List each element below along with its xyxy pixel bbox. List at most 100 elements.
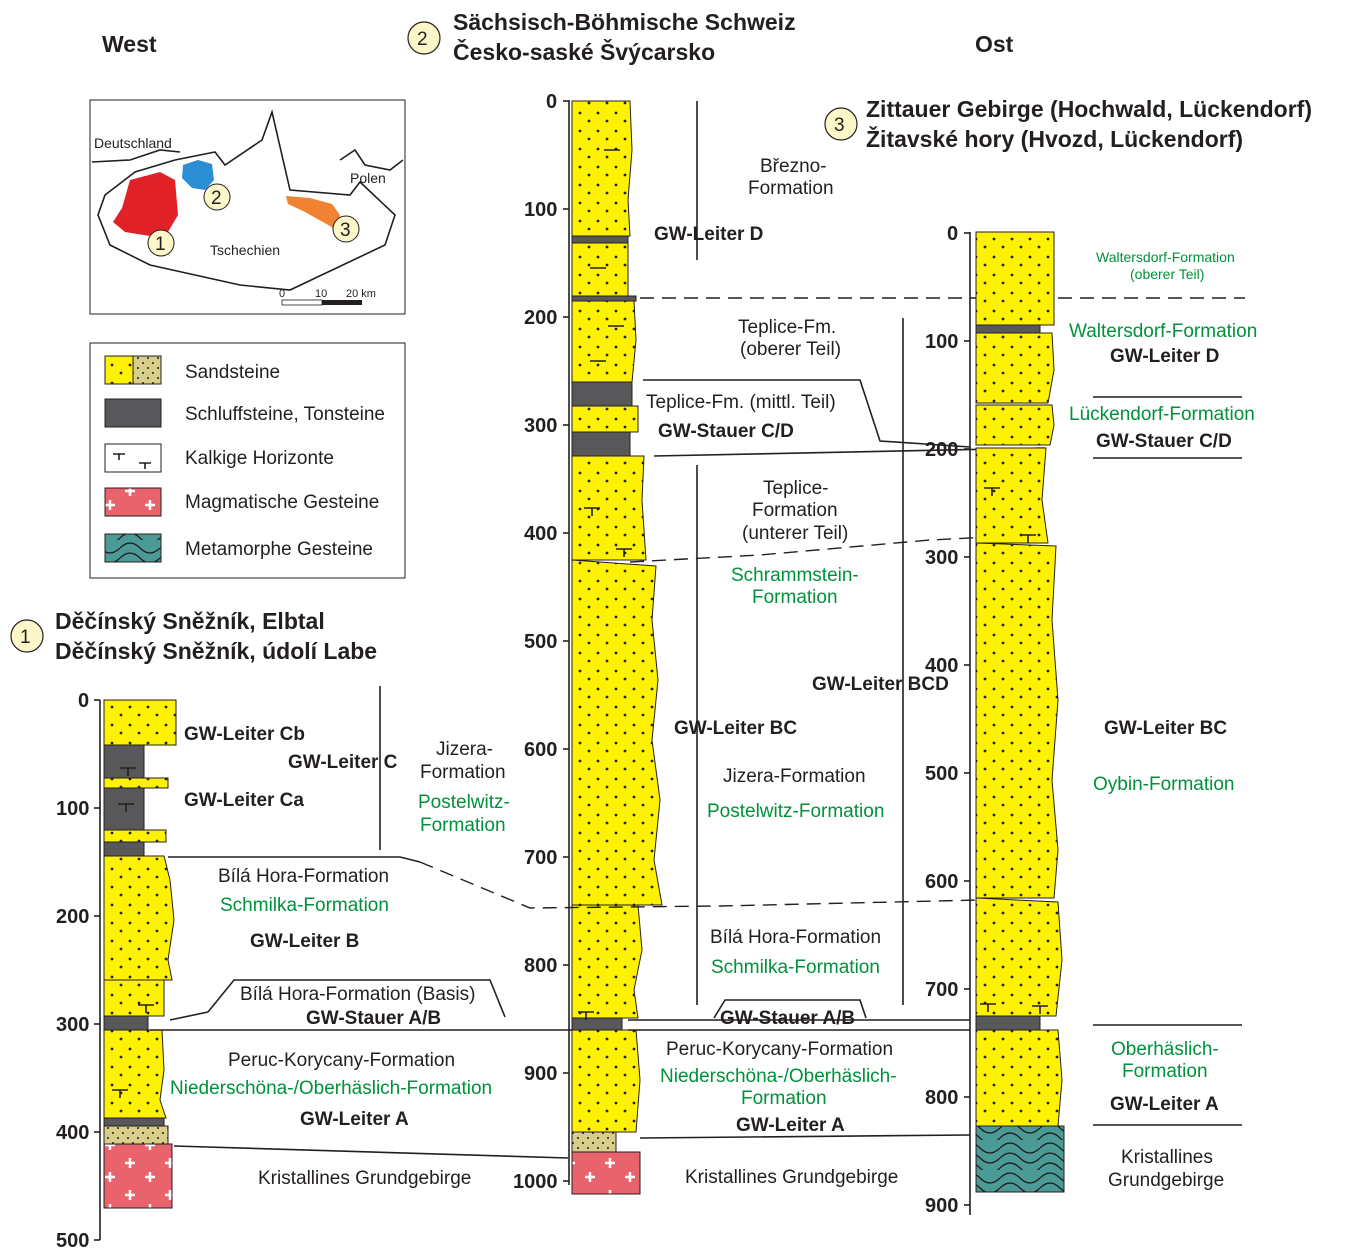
legend-swatch-siltstone xyxy=(104,398,162,428)
scale-10: 10 xyxy=(315,288,327,300)
col1-leiterB: GW-Leiter B xyxy=(250,931,359,952)
col2-leiterA: GW-Leiter A xyxy=(736,1115,845,1136)
col1-peruc: Peruc-Korycany-Formation xyxy=(228,1050,455,1071)
col3-tick-label-900: 900 xyxy=(925,1195,958,1217)
col1-leiterCa: GW-Leiter Ca xyxy=(184,790,304,811)
col1-silty-sand xyxy=(103,1125,169,1145)
area-3 xyxy=(286,196,340,232)
legend: Sandsteine Schluffsteine, Tonsteine Kalk… xyxy=(89,342,406,579)
legend-label-magmatic: Magmatische Gesteine xyxy=(185,492,379,513)
col1-siltstone-1 xyxy=(103,744,145,779)
col3-sandstone-top xyxy=(975,231,1055,326)
col3-sandstone-4 xyxy=(975,447,1049,544)
column-1: 0 100 200 300 400 500 GW-Leiter Cb GW-Le… xyxy=(56,686,575,1250)
col1-siltstone-4 xyxy=(103,1015,149,1031)
col2-teplOb-2: (oberer Teil) xyxy=(740,339,841,360)
col3-tick-label-200: 200 xyxy=(925,439,958,461)
col3-calc-symbols xyxy=(980,487,1048,1014)
col1-krist: Kristallines Grundgebirge xyxy=(258,1168,471,1189)
legend-swatch-sandstone-silty xyxy=(132,355,162,385)
col2-tick-label-100: 100 xyxy=(524,199,557,221)
col1-bila-boundary xyxy=(168,856,421,863)
col3-oberh-2: Formation xyxy=(1122,1061,1208,1082)
col3-tick-label-400: 400 xyxy=(925,655,958,677)
col1-stauer-line-top xyxy=(169,1011,209,1021)
col3-oybin: Oybin-Formation xyxy=(1093,774,1235,795)
col2-magmatic xyxy=(571,1151,641,1195)
legend-label-siltstone: Schluffsteine, Tonsteine xyxy=(185,404,385,425)
col1-jizera-1: Jizera- xyxy=(436,739,493,760)
scale-bar-white xyxy=(281,299,323,306)
col2-stauerCD: GW-Stauer C/D xyxy=(658,421,794,442)
col2-sandstone-2 xyxy=(571,242,629,297)
site2-number: 2 xyxy=(417,29,428,50)
col2-tick-label-600: 600 xyxy=(524,739,557,761)
dash-bila-top xyxy=(419,861,981,909)
col2-tick-label-0: 0 xyxy=(546,91,557,113)
col2-siltstone-2 xyxy=(571,295,637,302)
col3-walters-upper-1: Waltersdorf-Formation xyxy=(1096,249,1235,265)
col1-sandstone-base xyxy=(103,1029,167,1119)
map-marker-2-label: 2 xyxy=(211,188,222,209)
col1-calc-symbols xyxy=(112,767,154,1098)
col1-sandstone-lower xyxy=(103,979,165,1017)
col2-basement-line xyxy=(639,1134,971,1139)
col2-sandstone-lower xyxy=(571,904,643,1019)
col1-sandstone-thin-2 xyxy=(103,829,167,843)
col2-nieder-2: Formation xyxy=(741,1088,827,1109)
map-label-czechia: Tschechien xyxy=(210,242,280,258)
col3-lueck: Lückendorf-Formation xyxy=(1069,404,1255,425)
location-map: Deutschland Polen Tschechien 1 2 3 0 10 … xyxy=(89,99,406,315)
legend-calc-symbol xyxy=(113,453,151,469)
legend-swatch-magmatic xyxy=(104,487,162,517)
col1-tick-label-100: 100 xyxy=(56,798,89,820)
col2-leiterBCD: GW-Leiter BCD xyxy=(812,674,949,695)
col3-stauerCD: GW-Stauer C/D xyxy=(1096,431,1232,452)
col3-metamorphic xyxy=(975,1125,1065,1193)
czech-border xyxy=(97,109,396,291)
col2-tick-label-800: 800 xyxy=(524,955,557,977)
site2-title-cz: Česko-saské Švýcarsko xyxy=(453,38,715,65)
col2-brezno-1: Březno- xyxy=(760,156,827,177)
col2-brezno-2: Formation xyxy=(748,178,834,199)
col3-siltstone-2 xyxy=(975,1015,1041,1031)
site1-number: 1 xyxy=(20,627,31,648)
col2-sandstone-base xyxy=(571,1029,641,1133)
site1-title-de: Děčínský Sněžník, Elbtal xyxy=(55,608,325,634)
col2-sandstone-4 xyxy=(571,405,639,433)
col1-stauerAB: GW-Stauer A/B xyxy=(306,1008,441,1029)
col3-tick-label-0: 0 xyxy=(947,223,958,245)
col2-nieder-1: Niederschöna-/Oberhäslich- xyxy=(660,1066,897,1087)
map-marker-3 xyxy=(332,215,360,243)
col2-ticks: 0 100 200 300 400 500 600 700 800 900 10… xyxy=(513,91,569,1193)
legend-label-metamorphic: Metamorphe Gesteine xyxy=(185,539,373,560)
col2-teplMit: Teplice-Fm. (mittl. Teil) xyxy=(646,392,836,413)
col3-sandstone-lower xyxy=(975,897,1063,1017)
col1-magmatic xyxy=(103,1143,173,1209)
col2-schram-1: Schrammstein- xyxy=(731,565,859,586)
col2-tick-label-400: 400 xyxy=(524,523,557,545)
map-marker-1 xyxy=(147,229,175,257)
col1-tick-label-0: 0 xyxy=(78,690,89,712)
col1-leiterCb: GW-Leiter Cb xyxy=(184,724,305,745)
col1-leiterA: GW-Leiter A xyxy=(300,1109,409,1130)
col2-leiterBC: GW-Leiter BC xyxy=(674,718,797,739)
col2-siltstone-3 xyxy=(571,381,633,407)
site2-marker xyxy=(407,21,441,55)
site3-number: 3 xyxy=(834,115,845,136)
col3-walters: Waltersdorf-Formation xyxy=(1069,321,1257,342)
col3-tick-label-500: 500 xyxy=(925,763,958,785)
east-label: Ost xyxy=(975,31,1014,57)
col2-teplUn-1: Teplice- xyxy=(763,478,828,499)
col2-siltstone-1 xyxy=(571,235,629,244)
site1-title-cz: Děčínský Sněžník, údolí Labe xyxy=(55,638,377,664)
col2-leiterD: GW-Leiter D xyxy=(654,224,763,245)
col2-stauerAB: GW-Stauer A/B xyxy=(720,1008,855,1029)
col1-siltstone-2 xyxy=(103,787,145,831)
col3-leiterD: GW-Leiter D xyxy=(1110,346,1219,367)
col3-sandstone-2 xyxy=(975,332,1055,404)
col2-sandstone-main xyxy=(571,559,663,906)
area-1 xyxy=(113,172,178,236)
col2-siltstone-4 xyxy=(571,431,631,457)
col3-tick-label-300: 300 xyxy=(925,547,958,569)
